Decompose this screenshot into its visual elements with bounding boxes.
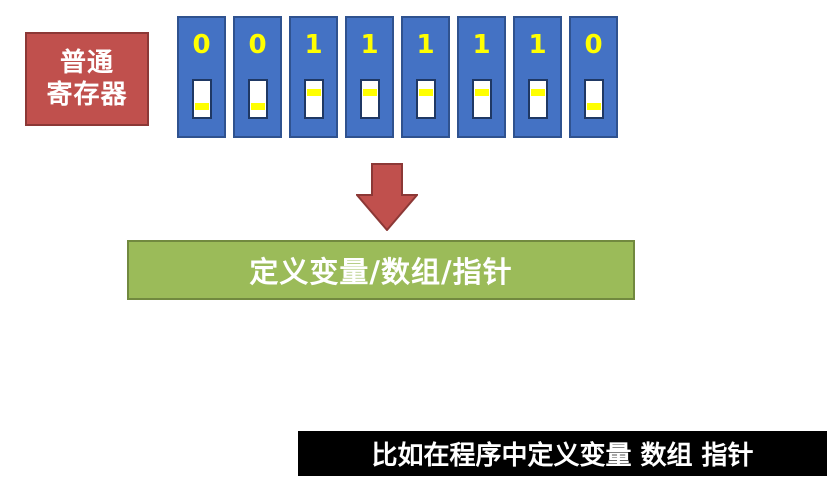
bit-value: 0 bbox=[248, 30, 267, 60]
bit-value: 1 bbox=[528, 30, 547, 60]
switch-lever bbox=[587, 103, 601, 110]
bit-value: 0 bbox=[192, 30, 211, 60]
bit-switch-icon bbox=[248, 79, 268, 119]
bit-cell: 1 bbox=[513, 16, 562, 138]
bit-switch-icon bbox=[304, 79, 324, 119]
bit-cell: 0 bbox=[233, 16, 282, 138]
switch-lever bbox=[419, 89, 433, 96]
bit-cell: 0 bbox=[177, 16, 226, 138]
switch-lever bbox=[531, 89, 545, 96]
bit-cell: 0 bbox=[569, 16, 618, 138]
bit-cell: 1 bbox=[457, 16, 506, 138]
bit-value: 0 bbox=[584, 30, 603, 60]
bit-switch-icon bbox=[360, 79, 380, 119]
register-label: 普通 寄存器 bbox=[25, 32, 149, 126]
bit-cell: 1 bbox=[345, 16, 394, 138]
bit-value: 1 bbox=[416, 30, 435, 60]
register-label-line1: 普通 bbox=[59, 48, 114, 78]
bit-switch-icon bbox=[584, 79, 604, 119]
down-arrow-icon bbox=[356, 163, 418, 231]
switch-lever bbox=[251, 103, 265, 110]
bit-switch-icon bbox=[192, 79, 212, 119]
bit-cell: 1 bbox=[289, 16, 338, 138]
bit-switch-icon bbox=[528, 79, 548, 119]
result-box: 定义变量/数组/指针 bbox=[127, 240, 635, 300]
switch-lever bbox=[307, 89, 321, 96]
switch-lever bbox=[475, 89, 489, 96]
bit-cell: 1 bbox=[401, 16, 450, 138]
bit-switch-icon bbox=[416, 79, 436, 119]
bit-value: 1 bbox=[472, 30, 491, 60]
register-label-line2: 寄存器 bbox=[46, 80, 128, 110]
result-label: 定义变量/数组/指针 bbox=[249, 255, 513, 289]
bit-value: 1 bbox=[304, 30, 323, 60]
switch-lever bbox=[195, 103, 209, 110]
bit-value: 1 bbox=[360, 30, 379, 60]
subtitle-caption: 比如在程序中定义变量 数组 指针 bbox=[298, 431, 827, 476]
bit-switch-icon bbox=[472, 79, 492, 119]
switch-lever bbox=[363, 89, 377, 96]
